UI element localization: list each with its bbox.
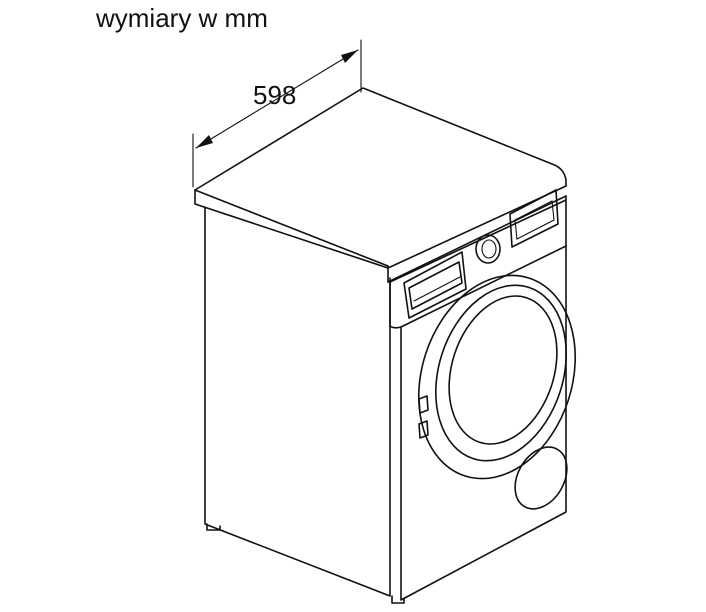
- control-panel-bottom-edge: [400, 245, 567, 328]
- width-dimension-label: 598: [253, 80, 296, 110]
- top-panel-lip: [387, 195, 567, 283]
- detergent-drawer: [403, 251, 467, 319]
- top-panel: [194, 87, 567, 269]
- dimension-line: [195, 49, 359, 149]
- foot-back: [206, 523, 221, 531]
- diagram-title: wymiary w mm: [95, 3, 268, 33]
- side-panel: [204, 206, 391, 597]
- program-knob-icon: [475, 234, 501, 264]
- top-panel-front-edge: [194, 189, 389, 267]
- door: [417, 274, 577, 480]
- display-panel: [509, 189, 559, 248]
- service-flap: [514, 446, 568, 510]
- width-dimension: 598: [192, 39, 362, 188]
- dimension-arrow-right: [341, 50, 358, 63]
- washing-machine: [194, 87, 577, 604]
- foot-front: [391, 595, 405, 604]
- door-hinge-icon: [418, 395, 429, 439]
- dimension-arrow-left: [196, 135, 213, 148]
- front-panel: [389, 195, 567, 601]
